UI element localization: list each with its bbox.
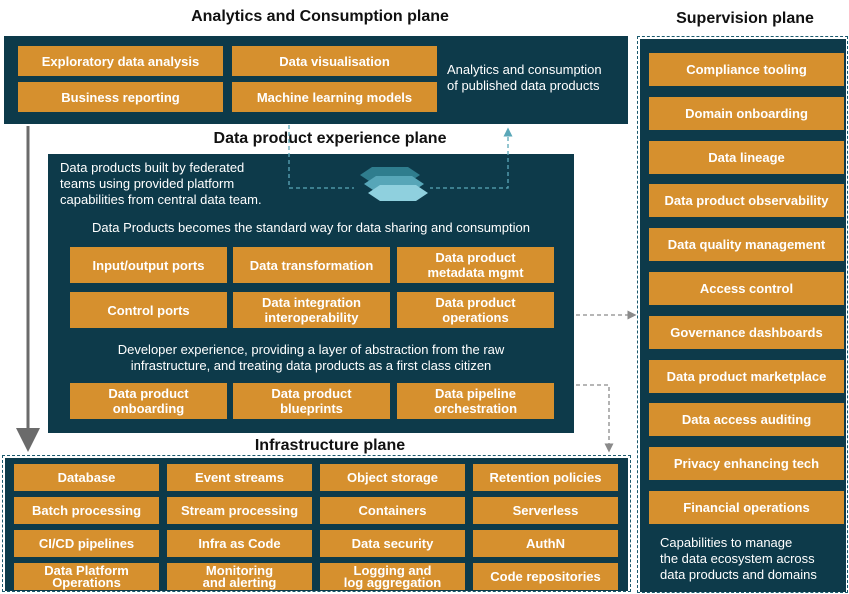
data-products-hexagon-icon	[354, 162, 430, 206]
btn-line: Logging and	[353, 562, 432, 578]
btn-line: Monitoring	[205, 562, 274, 578]
data-product-marketplace-button[interactable]: Data product marketplace	[649, 359, 844, 393]
data-integration-interoperability-button[interactable]: Data integration interoperability	[233, 292, 390, 328]
data-visualisation-button[interactable]: Data visualisation	[232, 46, 437, 76]
btn-line: Data security	[351, 536, 434, 551]
code-repositories-button[interactable]: Code repositories	[473, 563, 618, 590]
experience-intro-text: Data products built by federated teams u…	[60, 160, 300, 208]
btn-line: Object storage	[346, 470, 439, 485]
infra-as-code-button[interactable]: Infra as Code	[167, 530, 312, 557]
data-security-button[interactable]: Data security	[320, 530, 465, 557]
domain-onboarding-button[interactable]: Domain onboarding	[649, 96, 844, 130]
analytics-description-line: of published data products	[447, 78, 600, 93]
privacy-enhancing-tech-button[interactable]: Privacy enhancing tech	[649, 447, 844, 481]
experience-plane-title: Data product experience plane	[213, 130, 447, 147]
event-streams-button[interactable]: Event streams	[167, 464, 312, 491]
analytics-description-line: Analytics and consumption	[447, 62, 602, 77]
devx-line: Developer experience, providing a layer …	[117, 342, 505, 357]
btn-line: Control ports	[107, 302, 190, 318]
retention-policies-button[interactable]: Retention policies	[473, 464, 618, 491]
data-product-blueprints-button[interactable]: Data product blueprints	[233, 383, 390, 419]
serverless-button[interactable]: Serverless	[473, 497, 618, 524]
data-product-metadata-mgmt-button[interactable]: Data product metadata mgmt	[397, 247, 554, 283]
developer-experience-text: Developer experience, providing a layer …	[50, 342, 572, 374]
access-control-button[interactable]: Access control	[649, 272, 844, 305]
supervision-description-line: the data ecosystem across	[660, 551, 815, 566]
btn-line: log aggregation	[343, 574, 442, 590]
machine-learning-models-button[interactable]: Machine learning models	[232, 82, 437, 112]
btn-line: operations	[442, 310, 509, 325]
btn-line: Data product	[435, 295, 516, 310]
infrastructure-plane-border	[2, 455, 631, 592]
containers-button[interactable]: Containers	[320, 497, 465, 524]
btn-line: Event streams	[195, 470, 284, 485]
btn-line: Code repositories	[490, 569, 601, 584]
experience-intro-line: capabilities from central data team.	[60, 192, 262, 207]
btn-line: onboarding	[112, 401, 185, 416]
database-button[interactable]: Database	[14, 464, 159, 491]
data-access-auditing-button[interactable]: Data access auditing	[649, 403, 844, 437]
btn-line: Data pipeline	[435, 386, 516, 401]
btn-line: Retention policies	[489, 470, 602, 485]
btn-line: AuthN	[526, 536, 565, 551]
authn-button[interactable]: AuthN	[473, 530, 618, 557]
btn-line: Containers	[358, 503, 427, 518]
governance-dashboards-button[interactable]: Governance dashboards	[649, 315, 844, 349]
supervision-description-line: Capabilities to manage	[660, 535, 793, 550]
supervision-description-line: data products and domains	[660, 567, 817, 582]
btn-line: Data Platform	[44, 562, 129, 578]
business-reporting-button[interactable]: Business reporting	[18, 82, 223, 112]
object-storage-button[interactable]: Object storage	[320, 464, 465, 491]
data-transformation-button[interactable]: Data transformation	[233, 247, 390, 283]
supervision-plane-title: Supervision plane	[676, 10, 814, 27]
btn-line: and alerting	[202, 574, 277, 590]
btn-line: CI/CD pipelines	[38, 536, 135, 551]
devx-line: infrastructure, and treating data produc…	[130, 358, 492, 373]
control-ports-button[interactable]: Control ports	[70, 292, 227, 328]
financial-operations-button[interactable]: Financial operations	[649, 491, 844, 524]
compliance-tooling-button[interactable]: Compliance tooling	[649, 53, 844, 86]
btn-line: Stream processing	[180, 503, 299, 518]
btn-line: Batch processing	[31, 503, 142, 518]
batch-processing-button[interactable]: Batch processing	[14, 497, 159, 524]
experience-standard-text: Data Products becomes the standard way f…	[92, 220, 530, 235]
experience-intro-line: Data products built by federated	[60, 160, 245, 175]
btn-line: Database	[57, 470, 116, 485]
data-pipeline-orchestration-button[interactable]: Data pipeline orchestration	[397, 383, 554, 419]
supervision-description: Capabilities to manage the data ecosyste…	[660, 535, 840, 583]
btn-line: Data transformation	[249, 257, 374, 273]
data-product-operations-button[interactable]: Data product operations	[397, 292, 554, 328]
data-product-onboarding-button[interactable]: Data product onboarding	[70, 383, 227, 419]
data-product-observability-button[interactable]: Data product observability	[649, 184, 844, 218]
experience-to-infra-arrow	[576, 384, 614, 453]
btn-line: Serverless	[512, 503, 579, 518]
btn-line: interoperability	[264, 310, 359, 325]
btn-line: orchestration	[433, 401, 518, 416]
experience-intro-line: teams using provided platform	[60, 176, 235, 191]
btn-line: Infra as Code	[198, 536, 281, 551]
btn-line: Data product	[435, 250, 516, 265]
btn-line: Input/output ports	[92, 257, 205, 273]
stream-processing-button[interactable]: Stream processing	[167, 497, 312, 524]
infrastructure-plane-title: Infrastructure plane	[254, 437, 406, 454]
btn-line: Data product	[108, 386, 189, 401]
ci-cd-pipelines-button[interactable]: CI/CD pipelines	[14, 530, 159, 557]
btn-line: Data product	[271, 386, 352, 401]
exploratory-data-analysis-button[interactable]: Exploratory data analysis	[18, 46, 223, 76]
input-output-ports-button[interactable]: Input/output ports	[70, 247, 227, 283]
btn-line: blueprints	[280, 401, 343, 416]
btn-line: Data integration	[262, 295, 361, 310]
btn-line: Operations	[52, 574, 121, 590]
analytics-description: Analytics and consumption of published d…	[447, 62, 625, 94]
consumption-loop-arrow	[288, 125, 513, 189]
btn-line: metadata mgmt	[427, 265, 524, 280]
analytics-plane-title: Analytics and Consumption plane	[191, 8, 449, 25]
data-lineage-button[interactable]: Data lineage	[649, 140, 844, 174]
supervision-plane-border	[637, 36, 848, 593]
data-quality-management-button[interactable]: Data quality management	[649, 228, 844, 262]
